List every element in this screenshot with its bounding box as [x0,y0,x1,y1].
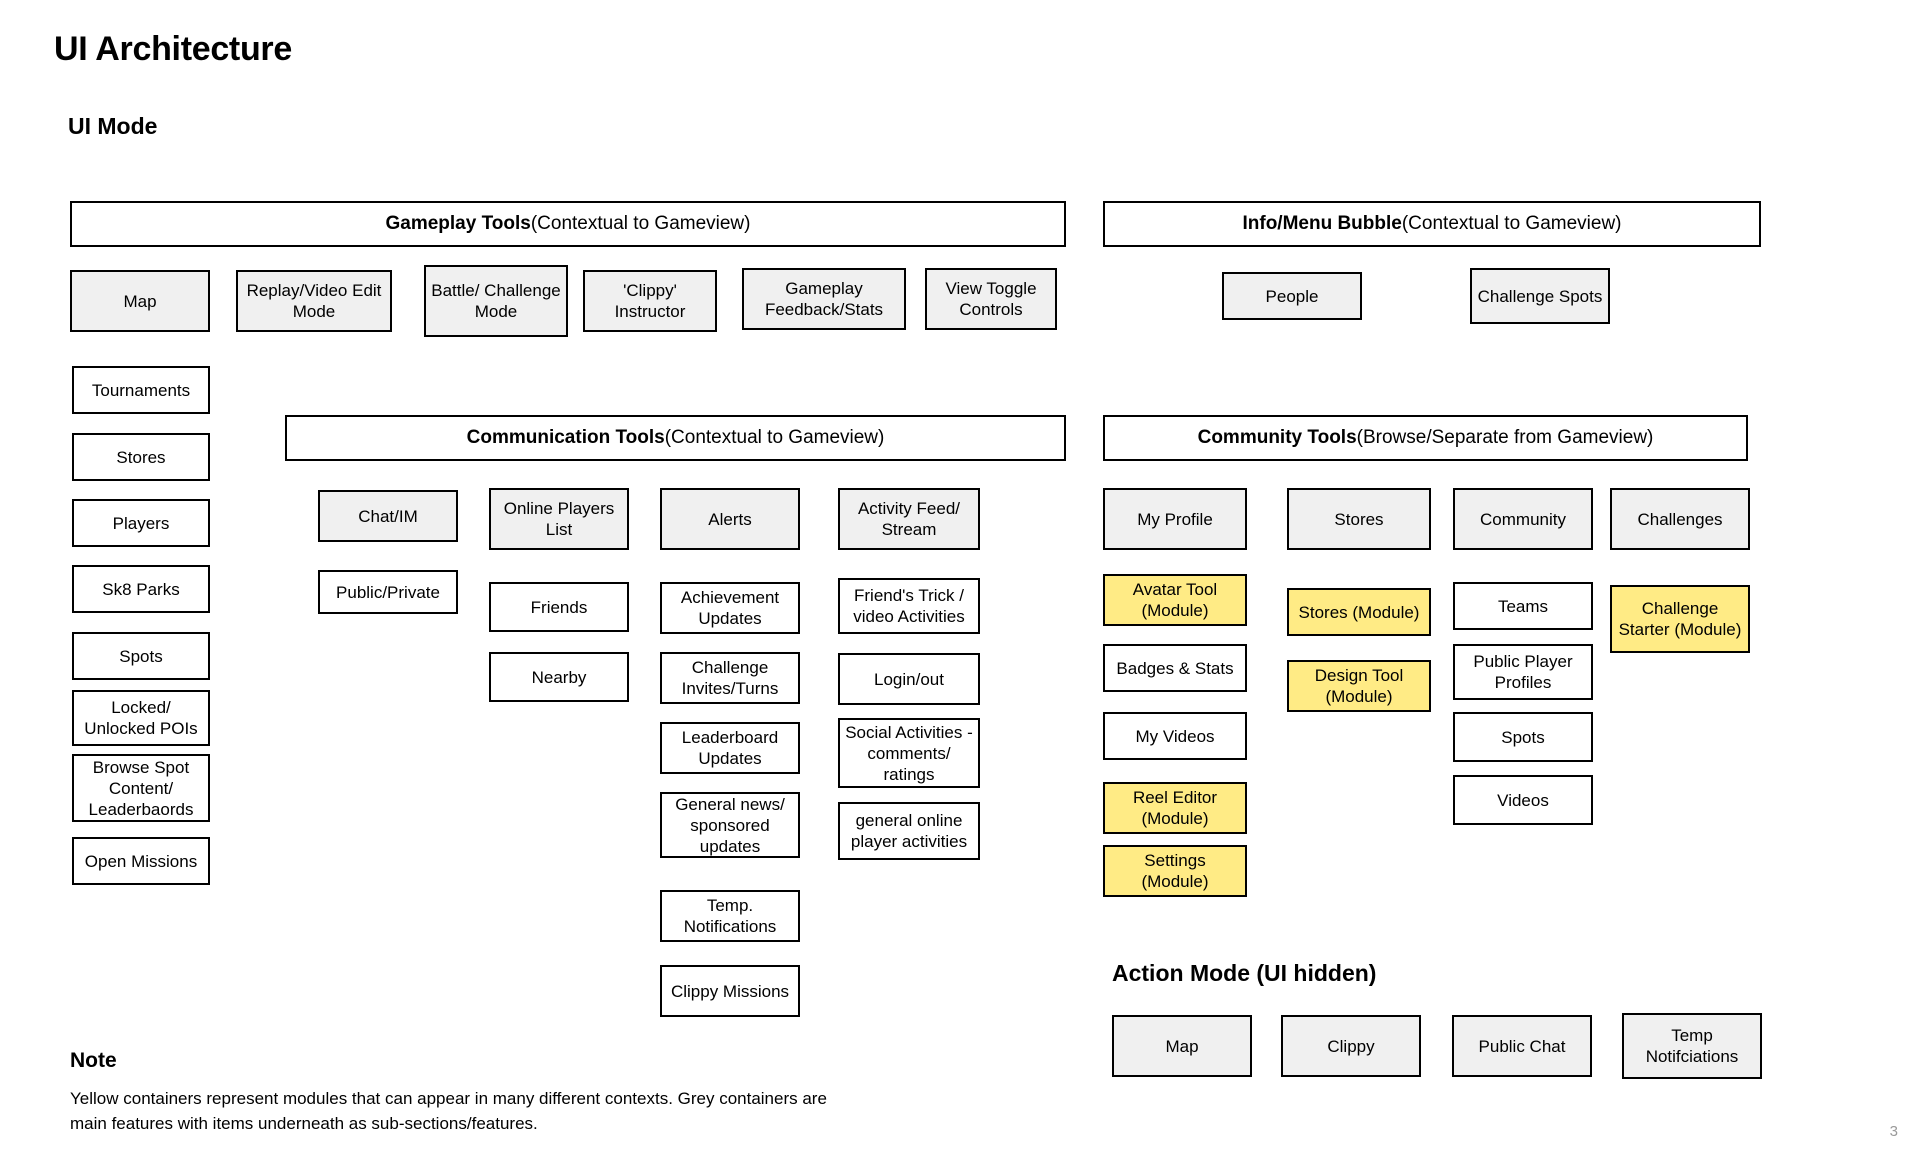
note-body: Yellow containers represent modules that… [70,1089,827,1133]
node-friends-trick-video-activities[interactable]: Friend's Trick / video Activities [838,578,980,634]
node-login-out[interactable]: Login/out [838,653,980,705]
node-action-public-chat[interactable]: Public Chat [1452,1015,1592,1077]
community-tools-header: Community Tools (Browse/Separate from Ga… [1103,415,1748,461]
node-online-players-list[interactable]: Online Players List [489,488,629,550]
node-replay-video-edit-mode[interactable]: Replay/Video Edit Mode [236,270,392,332]
node-badges-stats[interactable]: Badges & Stats [1103,644,1247,692]
node-teams[interactable]: Teams [1453,582,1593,630]
node-battle-challenge-mode[interactable]: Battle/ Challenge Mode [424,265,568,337]
node-my-profile[interactable]: My Profile [1103,488,1247,550]
node-stores-community[interactable]: Stores [1287,488,1431,550]
node-challenge-starter-module[interactable]: Challenge Starter (Module) [1610,585,1750,653]
communication-tools-header: Communication Tools (Contextual to Gamev… [285,415,1066,461]
node-settings-module[interactable]: Settings (Module) [1103,845,1247,897]
community-tools-header-subtitle: (Browse/Separate from Gameview) [1356,427,1654,448]
node-reel-editor-module[interactable]: Reel Editor (Module) [1103,782,1247,834]
page-title: UI Architecture [54,30,292,68]
node-achievement-updates[interactable]: Achievement Updates [660,582,800,634]
node-leaderboard-updates[interactable]: Leaderboard Updates [660,722,800,774]
communication-tools-header-subtitle: (Contextual to Gameview) [664,427,885,448]
node-friends[interactable]: Friends [489,582,629,632]
node-design-tool-module[interactable]: Design Tool (Module) [1287,660,1431,712]
node-gameplay-feedback-stats[interactable]: Gameplay Feedback/Stats [742,268,906,330]
node-challenges[interactable]: Challenges [1610,488,1750,550]
node-public-private[interactable]: Public/Private [318,570,458,614]
node-tournaments[interactable]: Tournaments [72,366,210,414]
node-alerts[interactable]: Alerts [660,488,800,550]
node-browse-spot-content-leaderboards[interactable]: Browse Spot Content/ Leaderbaords [72,754,210,822]
page-number: 3 [1889,1123,1898,1140]
node-challenge-spots[interactable]: Challenge Spots [1470,268,1610,324]
node-stores-map[interactable]: Stores [72,433,210,481]
node-locked-unlocked-pois[interactable]: Locked/ Unlocked POIs [72,690,210,746]
info-menu-bubble-header-subtitle: (Contextual to Gameview) [1401,213,1622,234]
info-menu-bubble-header-title: Info/Menu Bubble [1242,213,1402,234]
node-my-videos[interactable]: My Videos [1103,712,1247,760]
node-avatar-tool-module[interactable]: Avatar Tool (Module) [1103,574,1247,626]
node-nearby[interactable]: Nearby [489,652,629,702]
community-tools-header-title: Community Tools [1197,427,1357,448]
node-temp-notifications[interactable]: Temp. Notifications [660,890,800,942]
node-action-temp-notifications[interactable]: Temp Notifciations [1622,1013,1762,1079]
node-action-map[interactable]: Map [1112,1015,1252,1077]
node-open-missions[interactable]: Open Missions [72,837,210,885]
node-clippy-missions[interactable]: Clippy Missions [660,965,800,1017]
node-activity-feed-stream[interactable]: Activity Feed/ Stream [838,488,980,550]
node-spots-community[interactable]: Spots [1453,712,1593,762]
gameplay-tools-header: Gameplay Tools (Contextual to Gameview) [70,201,1066,247]
node-action-clippy[interactable]: Clippy [1281,1015,1421,1077]
action-mode-heading: Action Mode (UI hidden) [1112,960,1377,986]
ui-mode-heading: UI Mode [68,113,158,139]
node-people[interactable]: People [1222,272,1362,320]
node-social-activities-comments-ratings[interactable]: Social Activities - comments/ ratings [838,718,980,788]
node-chat-im[interactable]: Chat/IM [318,490,458,542]
info-menu-bubble-header: Info/Menu Bubble (Contextual to Gameview… [1103,201,1761,247]
communication-tools-header-title: Communication Tools [466,427,665,448]
node-stores-module[interactable]: Stores (Module) [1287,588,1431,636]
node-public-player-profiles[interactable]: Public Player Profiles [1453,644,1593,700]
node-view-toggle-controls[interactable]: View Toggle Controls [925,268,1057,330]
node-map[interactable]: Map [70,270,210,332]
node-videos[interactable]: Videos [1453,775,1593,825]
note-heading: Note [70,1049,117,1072]
node-general-online-player-activities[interactable]: general online player activities [838,802,980,860]
node-clippy-instructor[interactable]: 'Clippy' Instructor [583,270,717,332]
gameplay-tools-header-title: Gameplay Tools [385,213,531,234]
node-players[interactable]: Players [72,499,210,547]
gameplay-tools-header-subtitle: (Contextual to Gameview) [530,213,751,234]
node-challenge-invites-turns[interactable]: Challenge Invites/Turns [660,652,800,704]
node-community[interactable]: Community [1453,488,1593,550]
node-general-news-sponsored-updates[interactable]: General news/ sponsored updates [660,792,800,858]
node-spots-map[interactable]: Spots [72,632,210,680]
node-sk8-parks[interactable]: Sk8 Parks [72,565,210,613]
